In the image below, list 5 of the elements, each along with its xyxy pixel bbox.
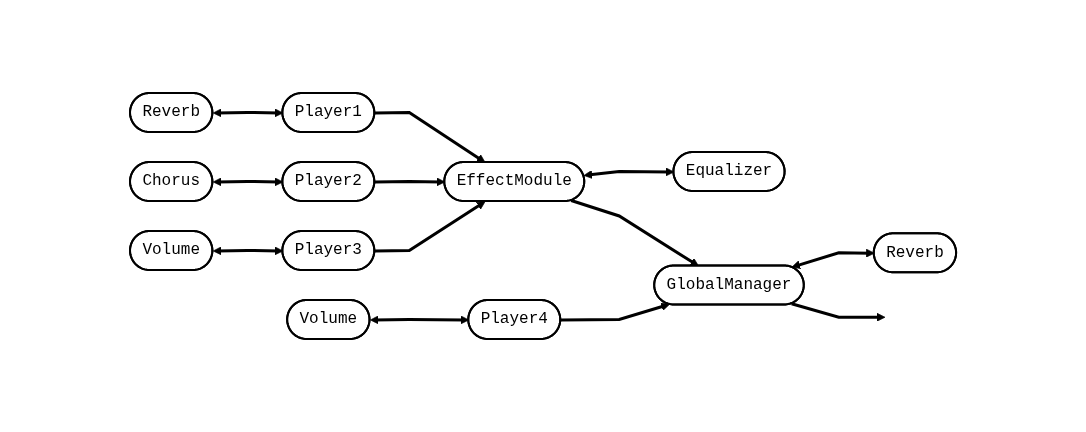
arrow	[570, 199, 699, 267]
arrow	[791, 302, 886, 322]
arrow	[374, 201, 486, 253]
arrow	[374, 111, 486, 163]
arrow	[560, 302, 670, 322]
